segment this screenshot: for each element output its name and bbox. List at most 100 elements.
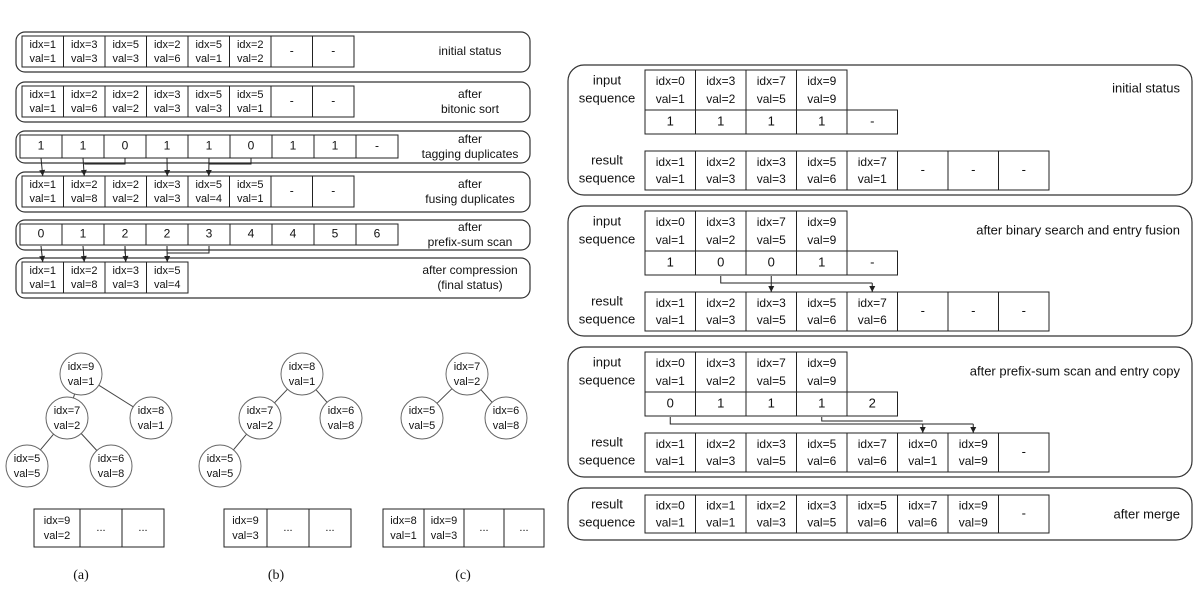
cell-idx: idx=9	[807, 74, 836, 88]
figure-caption: (b)	[268, 568, 285, 583]
cell-val: val=3	[706, 313, 735, 327]
cell-idx: idx=5	[112, 39, 139, 51]
arrowhead	[122, 256, 128, 262]
cell-value: 2	[164, 227, 171, 241]
stage-label: (final status)	[437, 278, 502, 292]
node-idx: idx=6	[98, 453, 125, 465]
cell-val: val=3	[71, 53, 98, 65]
cell-value: 1	[290, 139, 297, 153]
tree-edge	[233, 434, 246, 450]
result-cell: -	[999, 495, 1050, 533]
cell-val: val=2	[706, 92, 735, 106]
row-label: input	[593, 354, 622, 369]
stage-5: idx=1val=1idx=2val=8idx=3val=3idx=5val=4…	[16, 258, 530, 298]
cell-value: 1	[818, 395, 825, 410]
result-cell: -	[999, 151, 1050, 190]
cell-idx: idx=5	[154, 265, 181, 277]
merge-panel-3: resultsequenceidx=0val=1idx=1val=1idx=2v…	[568, 488, 1192, 540]
stage-cell: 3	[188, 224, 230, 245]
node-circle	[199, 445, 241, 487]
figure-caption: (c)	[455, 568, 471, 583]
result-cell: -	[898, 151, 949, 190]
tree-edge	[81, 433, 97, 450]
node-val: val=1	[289, 376, 316, 388]
stage-cell: -	[313, 36, 355, 67]
cell-idx: idx=3	[154, 89, 181, 101]
row-label: sequence	[579, 514, 635, 529]
cell-value: 1	[80, 227, 87, 241]
node-val: val=2	[247, 420, 274, 432]
merge-panel-2: inputsequenceidx=0val=1idx=3val=2idx=7va…	[568, 347, 1192, 477]
cell-idx: idx=2	[112, 89, 139, 101]
cell-idx: idx=1	[29, 39, 56, 51]
stage-label: initial status	[439, 44, 502, 58]
cell-value: 1	[332, 139, 339, 153]
stage-cell: 1	[62, 135, 104, 158]
tag-cell: -	[847, 110, 898, 134]
node-circle	[485, 397, 527, 439]
cell-idx: idx=9	[807, 356, 836, 370]
node-circle	[446, 353, 488, 395]
heap-tree-1: idx=8val=1idx=7val=2idx=6val=8idx=5val=5…	[199, 353, 362, 583]
tag-cell: 1	[797, 251, 848, 275]
cell-val: val=6	[71, 103, 98, 115]
cell-idx: idx=2	[237, 39, 264, 51]
node-circle	[130, 397, 172, 439]
cell-val: val=9	[807, 233, 836, 247]
cell-idx: idx=0	[656, 499, 685, 513]
stage-cell: 1	[272, 135, 314, 158]
cell-idx: idx=3	[757, 437, 786, 451]
stage-cell: 4	[230, 224, 272, 245]
tree-array-cell: ...	[80, 509, 122, 547]
cell-value: -	[1022, 162, 1026, 177]
cell-val: val=1	[237, 103, 264, 115]
cell-idx: idx=3	[706, 215, 735, 229]
row-label: result	[591, 496, 623, 511]
cell-val: val=1	[656, 454, 685, 468]
cell-val: val=1	[29, 53, 56, 65]
stage-label: bitonic sort	[441, 102, 500, 116]
panel-label: initial status	[1112, 80, 1180, 95]
stage-cell: 1	[146, 135, 188, 158]
cell-val: val=2	[237, 53, 264, 65]
cell-value: 4	[290, 227, 297, 241]
row-label: sequence	[579, 231, 635, 246]
cell-idx: idx=1	[29, 89, 56, 101]
cell-val: val=6	[858, 454, 887, 468]
tree-edge	[437, 389, 452, 404]
cell-idx: idx=5	[807, 296, 836, 310]
cell-val: val=6	[807, 454, 836, 468]
cell-idx: idx=9	[232, 515, 259, 527]
stage-cell: 5	[314, 224, 356, 245]
cell-val: val=1	[390, 530, 417, 542]
node-idx: idx=5	[409, 405, 436, 417]
stage-cell: 0	[230, 135, 272, 158]
stage-cell: 1	[188, 135, 230, 158]
cell-value: -	[921, 303, 925, 318]
row-label: result	[591, 293, 623, 308]
node-val: val=1	[68, 376, 95, 388]
tree-array-cell: ...	[504, 509, 544, 547]
cell-value: 1	[164, 139, 171, 153]
